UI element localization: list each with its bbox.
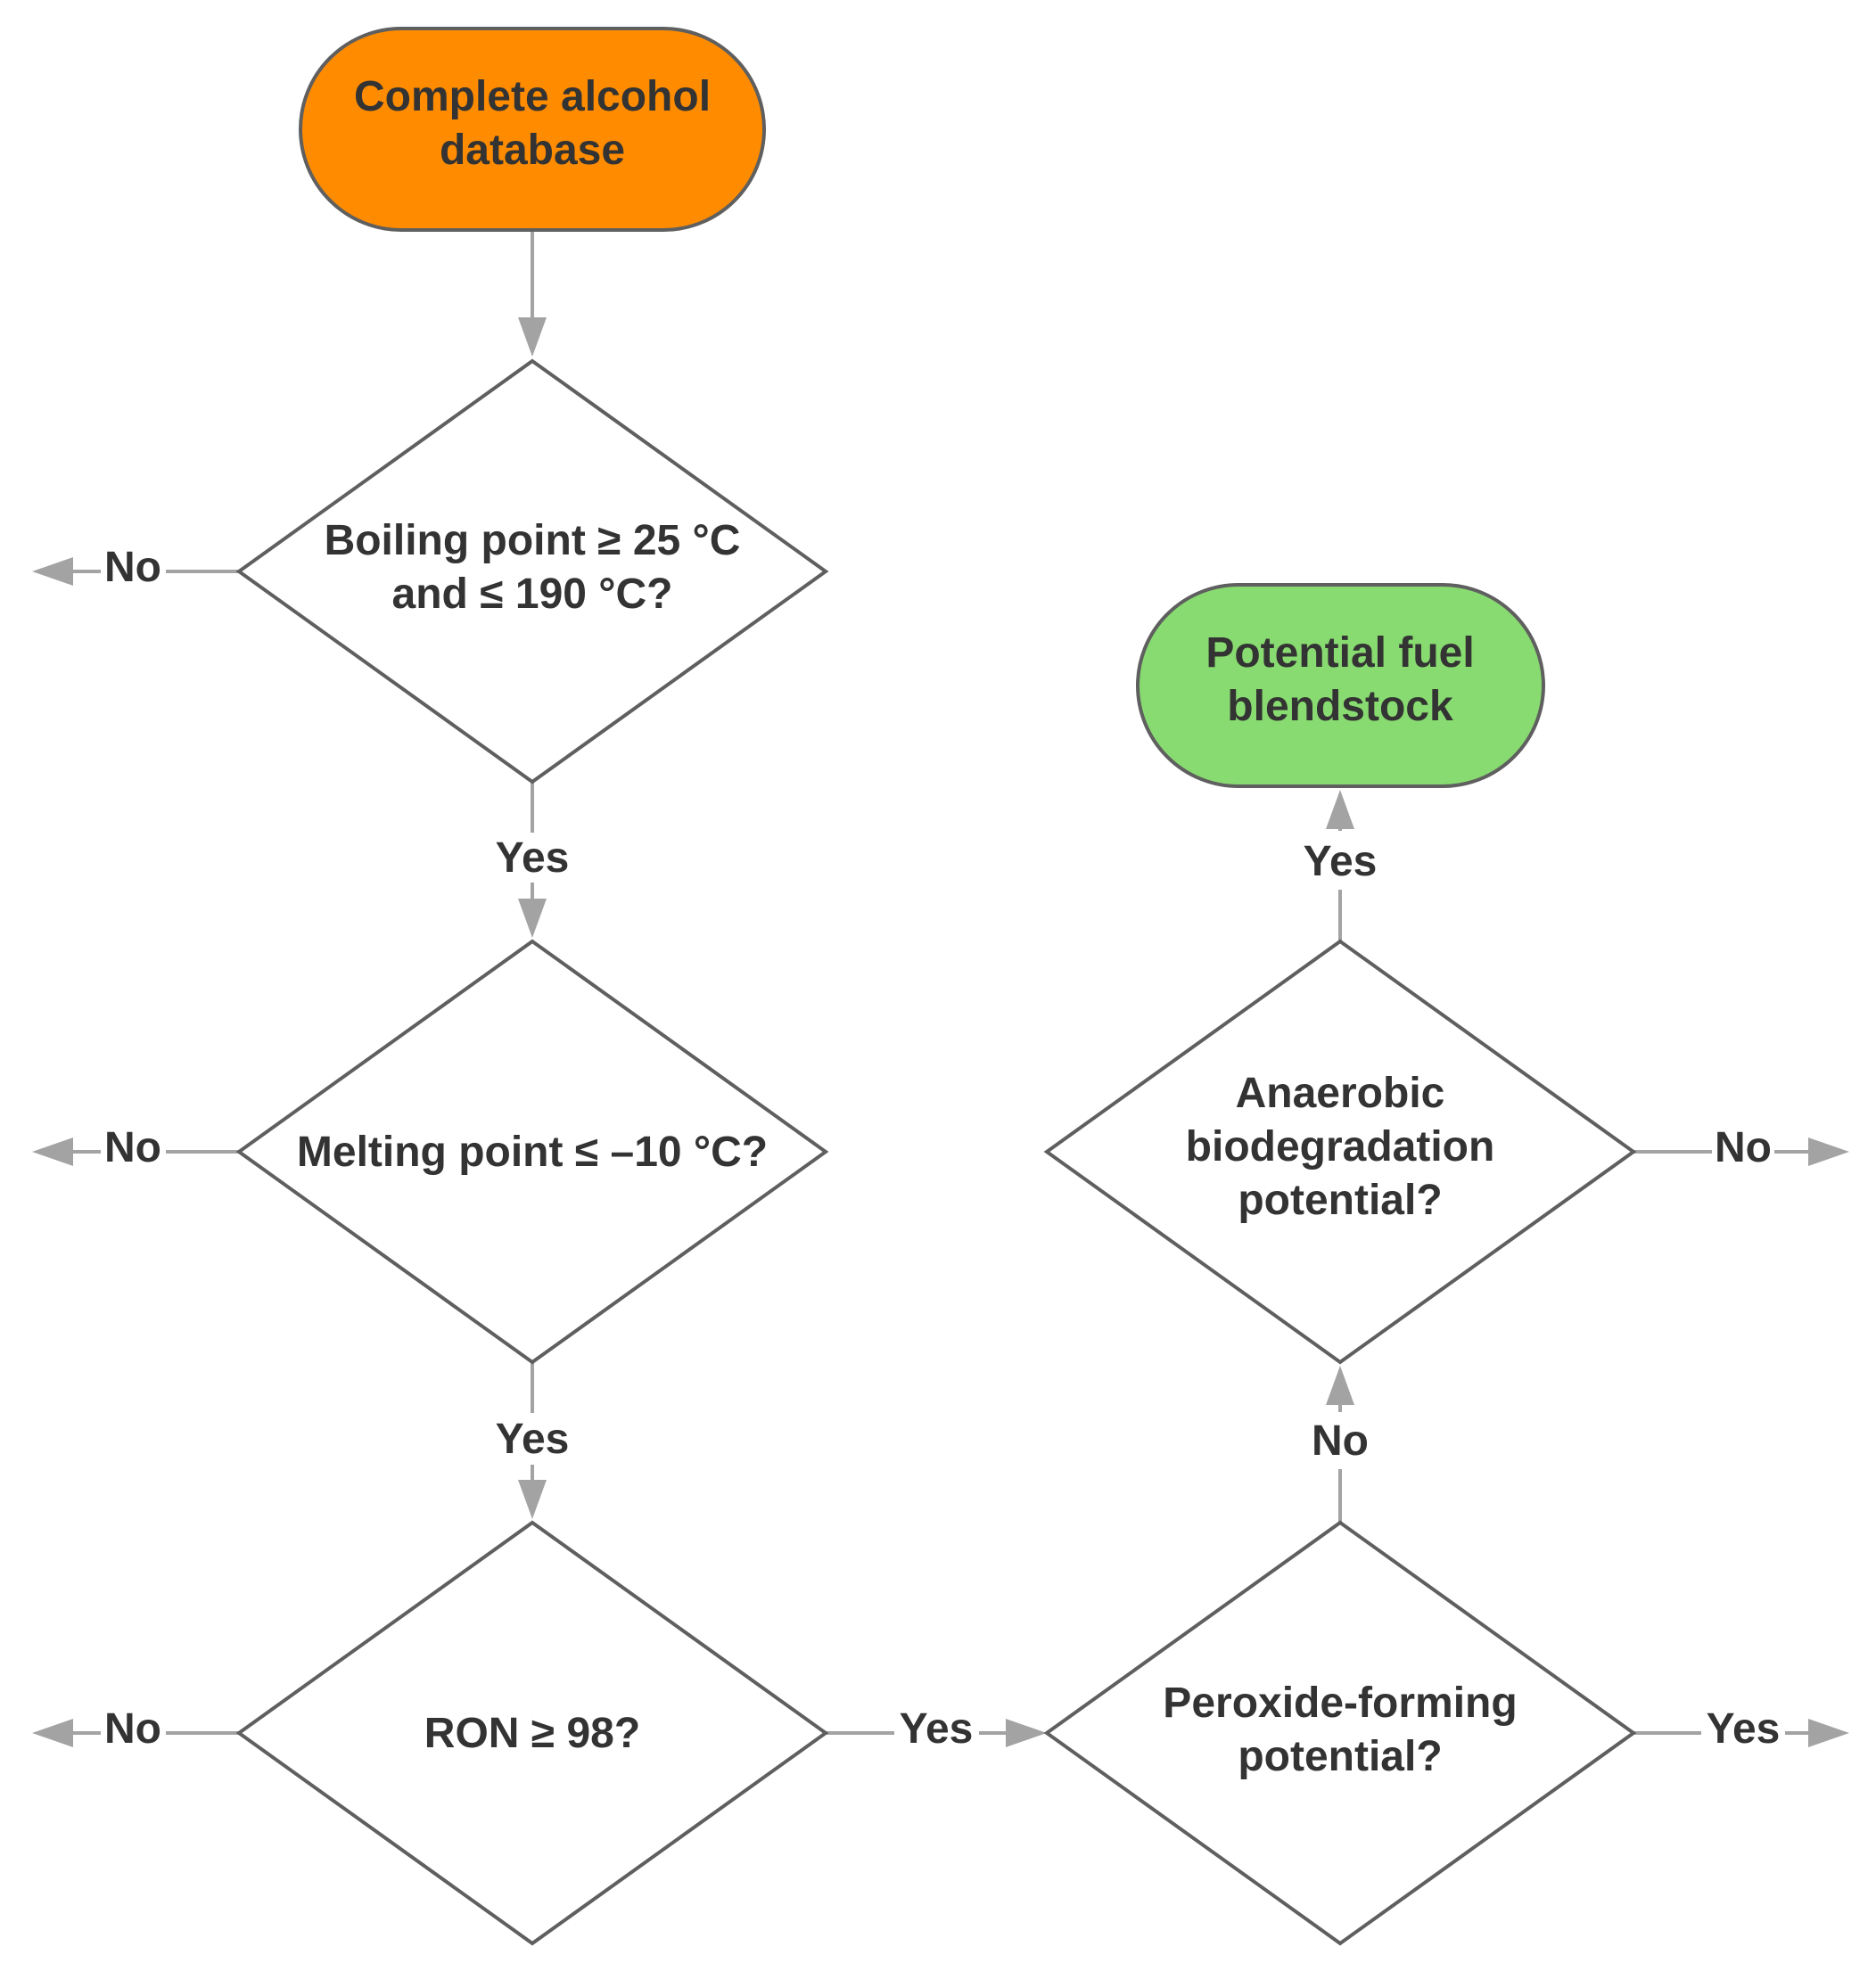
decision-boiling-point-line2: and ≤ 190 °C?: [392, 571, 673, 618]
arrowhead-melting-no: [32, 1138, 73, 1166]
edge-label-ron-yes: Yes: [900, 1705, 974, 1753]
arrowhead-peroxide-no: [1326, 1366, 1354, 1405]
decision-melting-point-line1: Melting point ≤ –10 °C?: [297, 1129, 768, 1176]
decision-melting-point: [235, 939, 829, 1365]
edge-label-anaerobic-no: No: [1715, 1124, 1772, 1171]
arrowhead-ron-yes: [1006, 1719, 1047, 1747]
start-terminal-label-line2: database: [440, 127, 625, 174]
end-terminal-label-line1: Potential fuel: [1205, 629, 1474, 677]
edge-label-peroxide-yes: Yes: [1707, 1705, 1781, 1753]
arrowhead-melting-yes: [518, 1480, 547, 1519]
decision-anaerobic-line1: Anaerobic: [1236, 1070, 1445, 1117]
arrowhead-boiling-yes: [518, 899, 547, 938]
decision-peroxide-line2: potential?: [1238, 1733, 1442, 1780]
edge-label-peroxide-no: No: [1312, 1417, 1369, 1465]
edge-label-ron-no: No: [104, 1705, 161, 1753]
arrowhead-boiling-no: [32, 557, 73, 586]
start-terminal: [299, 27, 766, 232]
edge-label-melting-no: No: [104, 1124, 161, 1171]
edge-label-boiling-yes: Yes: [496, 834, 570, 882]
end-terminal: [1136, 583, 1545, 788]
arrowhead-ron-no: [32, 1719, 73, 1747]
decision-peroxide: [1043, 1520, 1637, 1946]
edge-label-boiling-no: No: [104, 544, 161, 591]
start-terminal-label-line1: Complete alcohol: [354, 73, 711, 120]
arrowhead-anaerobic-yes: [1326, 790, 1354, 829]
edge-label-anaerobic-yes: Yes: [1304, 838, 1378, 885]
decision-anaerobic-line3: potential?: [1238, 1177, 1442, 1224]
decision-boiling-point-line1: Boiling point ≥ 25 °C: [325, 517, 741, 564]
decision-ron-line1: RON ≥ 98?: [424, 1710, 640, 1757]
decision-peroxide-line1: Peroxide-forming: [1163, 1680, 1517, 1727]
arrowhead-start-to-boiling: [518, 317, 547, 357]
edge-label-melting-yes: Yes: [496, 1416, 570, 1463]
decision-ron: [235, 1520, 829, 1946]
arrowhead-anaerobic-no: [1808, 1138, 1849, 1166]
decision-anaerobic: [1043, 939, 1637, 1365]
decision-anaerobic-line2: biodegradation: [1186, 1123, 1495, 1170]
end-terminal-label-line2: blendstock: [1227, 683, 1453, 730]
decision-boiling-point: [235, 358, 829, 784]
arrowhead-peroxide-yes: [1808, 1719, 1849, 1747]
